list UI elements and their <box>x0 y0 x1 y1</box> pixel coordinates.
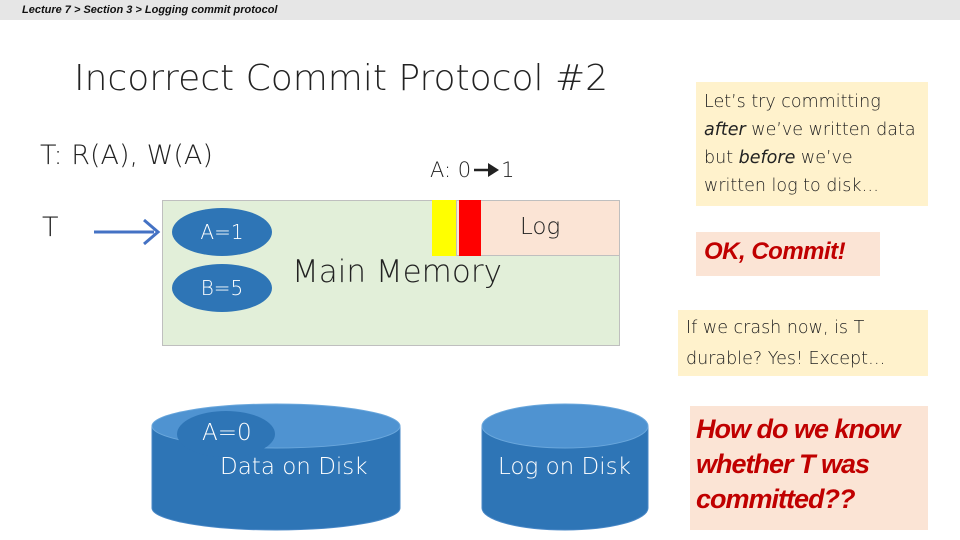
memory-log-label: Log <box>520 214 561 240</box>
how-question-text: How do we know whether T was committed?? <box>696 414 901 515</box>
a-value-ellipse: A=1 <box>172 208 272 256</box>
commit-idea-note: Let’s try committing after we’ve written… <box>696 82 928 206</box>
log-record-yellow <box>432 200 456 256</box>
note1-text-1: Let’s try committing <box>704 92 881 112</box>
b-value-text: B=5 <box>200 276 244 300</box>
a-change-from: A: 0 <box>430 158 472 182</box>
a-change-to: 1 <box>501 158 515 182</box>
change-arrow-icon <box>474 163 500 177</box>
transaction-arrow-icon <box>94 218 161 246</box>
data-disk-value: A=0 <box>202 420 252 446</box>
note1-text-3: we’ve written log to disk… <box>704 148 879 196</box>
memory-log-area <box>456 200 620 256</box>
note1-emphasis-after: after <box>704 120 746 140</box>
breadcrumb: Lecture 7 > Section 3 > Logging commit p… <box>0 0 960 20</box>
log-disk-cylinder <box>481 403 649 531</box>
log-record-red <box>459 200 481 256</box>
log-disk-label: Log on Disk <box>498 454 631 480</box>
transaction-label: T: R(A), W(A) <box>40 140 213 171</box>
slide-title: Incorrect Commit Protocol #2 <box>74 58 609 99</box>
data-disk-label: Data on Disk <box>220 454 368 480</box>
main-memory-label: Main Memory <box>292 254 502 290</box>
how-question-box: How do we know whether T was committed?? <box>690 406 928 530</box>
b-value-ellipse: B=5 <box>172 264 272 312</box>
data-disk-value-ellipse <box>177 411 275 457</box>
ok-commit-text: OK, Commit! <box>704 238 846 265</box>
note1-text-2: we’ve written data but <box>704 120 916 168</box>
crash-question-note: If we crash now, is T durable? Yes! Exce… <box>678 310 928 376</box>
ok-commit-box: OK, Commit! <box>696 232 880 276</box>
a-change-label: A: 0 1 <box>430 158 514 182</box>
a-value-text: A=1 <box>200 220 244 244</box>
note1-emphasis-before: before <box>738 148 796 168</box>
t-label: T <box>42 212 59 243</box>
